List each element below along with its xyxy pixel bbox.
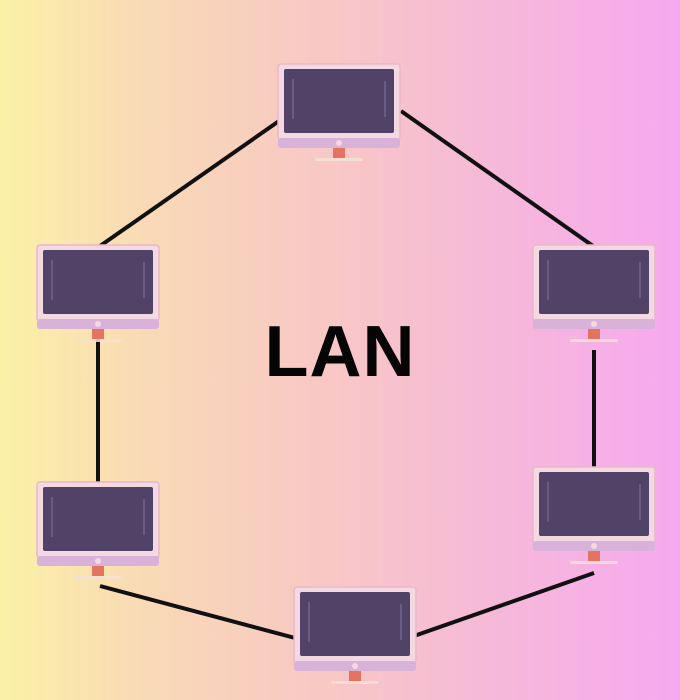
lan-label: LAN bbox=[264, 312, 416, 392]
link-bottom-left bbox=[99, 584, 296, 640]
computer-monitor-icon bbox=[532, 244, 656, 343]
link-top-right bbox=[399, 109, 595, 248]
computer-monitor-icon bbox=[293, 586, 417, 685]
computer-monitor-icon bbox=[532, 466, 656, 565]
computer-monitor-icon bbox=[36, 481, 160, 580]
link-bottom-right bbox=[413, 571, 595, 638]
computer-monitor-icon bbox=[277, 63, 401, 162]
network-links bbox=[96, 109, 596, 640]
link-top-left bbox=[98, 119, 281, 248]
computer-monitor-icon bbox=[36, 244, 160, 343]
